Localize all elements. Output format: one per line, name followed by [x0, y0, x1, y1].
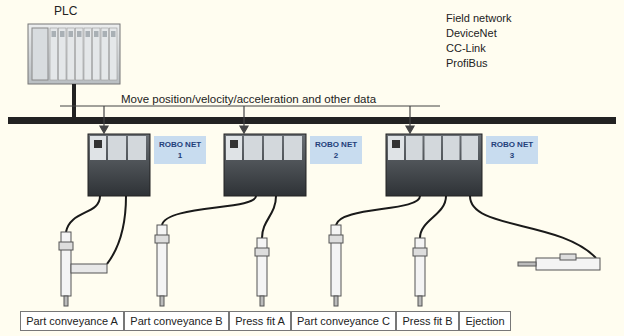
cable [66, 196, 100, 232]
plc-module-led [86, 31, 91, 37]
axis-module [244, 136, 262, 160]
robonet-unit [224, 134, 306, 196]
actuator-slider [59, 242, 73, 250]
box-text: Part conveyance C [296, 315, 391, 327]
robonet-unit [386, 134, 482, 196]
box-text: Part conveyance A [25, 315, 119, 327]
plc-module [110, 28, 118, 80]
function-box: Part conveyance A [20, 311, 124, 331]
axis-module [284, 136, 302, 160]
device-name: PLC [54, 4, 77, 18]
plc-rack [28, 24, 120, 84]
plc-module-led [52, 31, 57, 37]
function-box: Press fit A [229, 311, 291, 331]
actuator-rod [260, 296, 264, 306]
actuator-rod [518, 262, 536, 266]
box-text: Press fit A [234, 315, 286, 327]
down-arrows [100, 106, 414, 133]
plc-module [101, 28, 109, 80]
function-box: Press fit B [396, 311, 459, 331]
plc-module [84, 28, 92, 80]
actuator-body [415, 238, 425, 296]
plc-label: PLC [54, 4, 77, 18]
gateway-port [94, 140, 102, 148]
function-box: Ejection [459, 311, 511, 331]
plc-module [76, 28, 84, 80]
plc-module-led [69, 31, 74, 37]
plc-module [93, 28, 101, 80]
network-bus [8, 117, 616, 124]
robonet-unit [88, 134, 150, 196]
network-label: Field network [446, 12, 511, 24]
plc-module-led [60, 31, 65, 37]
actuator-body [257, 238, 267, 296]
axis-module [108, 136, 126, 160]
function-box: Part conveyance C [291, 311, 396, 331]
actuator-slider [329, 235, 343, 243]
actuator-slider [560, 254, 576, 260]
plc-module-led [111, 31, 116, 37]
robonet-tag: ROBO NET 2 [310, 136, 362, 164]
axis-module [462, 136, 479, 160]
network-label: CC-Link [446, 42, 486, 54]
cable [336, 196, 420, 225]
data-line [60, 106, 440, 107]
plc-module-led [94, 31, 99, 37]
axis-module [406, 136, 423, 160]
axis-module [264, 136, 282, 160]
network-label: DeviceNet [446, 27, 497, 39]
actuator-rod [160, 296, 164, 306]
plc-module-led [77, 31, 82, 37]
network-label: ProfiBus [446, 57, 488, 69]
plc-module [67, 28, 75, 80]
axis-module [425, 136, 442, 160]
plc-module [59, 28, 67, 80]
actuator-slider [255, 248, 269, 256]
cable [162, 196, 256, 225]
actuator-rod [418, 296, 422, 306]
actuator-slider [413, 248, 427, 256]
axis-module [128, 136, 146, 160]
robonet-tag: ROBO NET 3 [486, 136, 538, 164]
cable [420, 196, 446, 238]
cable [107, 196, 126, 264]
gateway-port [392, 140, 400, 148]
gateway-module [90, 136, 106, 160]
data-label: Move position/velocity/acceleration and … [118, 93, 379, 105]
box-text: Part conveyance B [129, 315, 224, 327]
actuator-rod [334, 296, 338, 306]
function-box: Part conveyance B [124, 311, 229, 331]
box-text: ROBO NET 2 [314, 139, 358, 161]
plc-module [50, 28, 58, 80]
axis-module [443, 136, 460, 160]
actuator-motor [71, 264, 107, 273]
actuator-slider [155, 235, 169, 243]
robonet-tag: ROBO NET 1 [154, 136, 206, 164]
box-text: ROBO NET 1 [158, 139, 202, 161]
plc-module-led [103, 31, 108, 37]
gateway-port [230, 140, 238, 148]
box-text: Press fit B [401, 315, 454, 327]
cable [470, 196, 596, 258]
plc-drop [72, 84, 76, 117]
gateway-module [388, 136, 404, 160]
box-text: ROBO NET 3 [490, 139, 534, 161]
actuator-rod [64, 296, 68, 306]
gateway-module [226, 136, 242, 160]
cable [262, 196, 276, 238]
box-text: Ejection [464, 315, 506, 327]
